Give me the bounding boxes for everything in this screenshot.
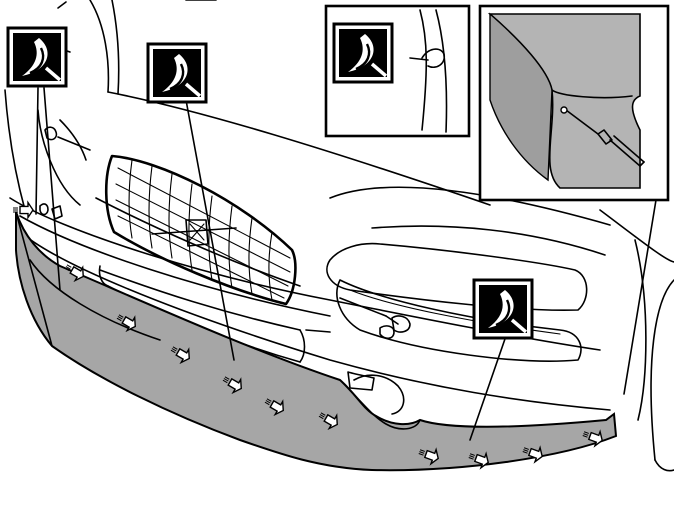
leader-lines (35, 87, 657, 441)
lubricant-icon (6, 26, 68, 88)
lower-spoiler (15, 211, 618, 472)
screw-detail-inset (478, 4, 670, 202)
lubricant-icon (146, 42, 208, 104)
lubricant-marker-center (146, 42, 208, 104)
radiator-grille (104, 154, 297, 306)
clip-detail-inset (324, 4, 471, 138)
lubricant-marker-left (6, 26, 68, 88)
lubricant-icon (472, 278, 534, 340)
lubricant-marker-right (472, 278, 534, 340)
lubricant-icon (332, 22, 394, 84)
